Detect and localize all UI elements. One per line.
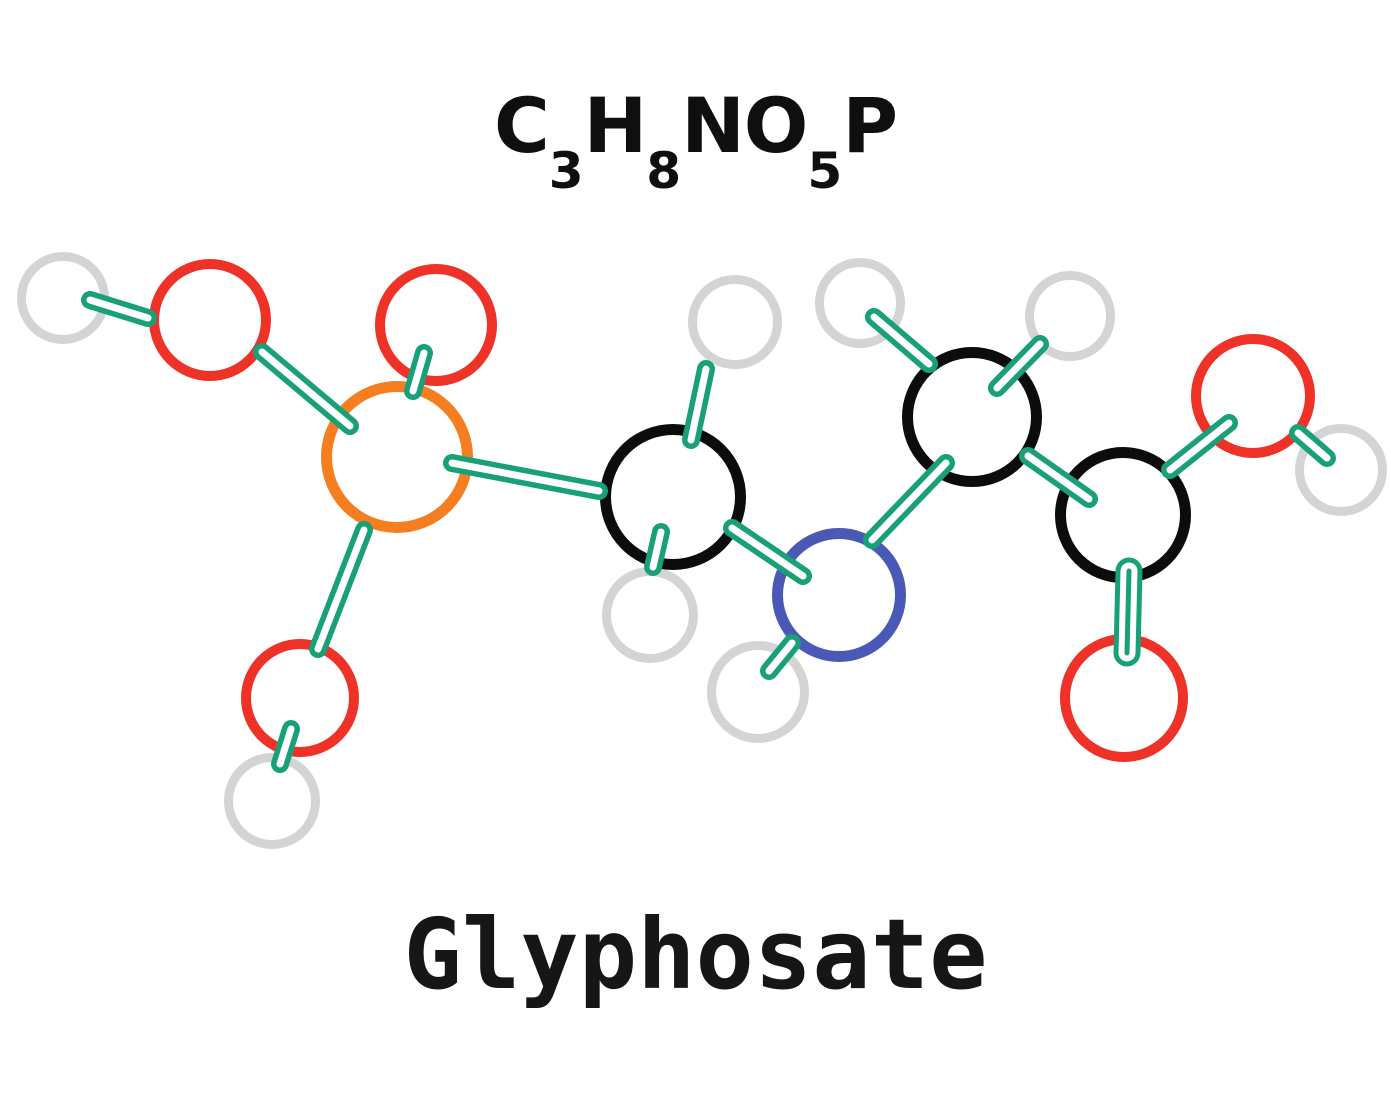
bond-o4-h8 xyxy=(1289,424,1336,467)
bond-c3-o4 xyxy=(1161,414,1238,479)
chemical-formula: C3H8NO5P xyxy=(0,88,1391,196)
formula-symbol: H xyxy=(583,81,648,170)
bond-o2-p1 xyxy=(404,344,433,400)
formula-subscript: 8 xyxy=(646,141,682,201)
atom-H-h7 xyxy=(1025,271,1115,361)
atom-C-c1 xyxy=(600,424,746,570)
bond-c3-o5 xyxy=(1113,557,1143,667)
bond-o1-p1 xyxy=(253,343,359,435)
atom-H-h5 xyxy=(707,641,809,743)
bond-p1-c1 xyxy=(443,454,608,500)
bond-n1-c2 xyxy=(863,454,955,549)
bond-c2-h7 xyxy=(988,335,1049,397)
formula-subscript: 3 xyxy=(548,141,584,201)
atom-O-o3 xyxy=(241,639,359,757)
formula-symbol: NO xyxy=(681,81,808,170)
bond-c2-c3 xyxy=(1019,447,1098,508)
atom-O-o1 xyxy=(149,259,271,381)
atom-H-h4 xyxy=(602,567,698,663)
molecule-name: Glyphosate xyxy=(403,898,988,1011)
formula-symbol: C xyxy=(493,81,550,170)
bond-c1-n1 xyxy=(723,519,812,585)
bond-p1-o3 xyxy=(309,521,373,658)
bond-n1-h5 xyxy=(760,634,801,680)
atom-H-h3 xyxy=(688,275,782,369)
formula-symbol: P xyxy=(842,81,898,170)
bond-h6-c2 xyxy=(865,308,938,373)
bond-h3-c1 xyxy=(682,360,715,449)
atom-N-n1 xyxy=(772,528,906,662)
atom-H-h2 xyxy=(224,753,320,849)
bond-o3-h2 xyxy=(271,720,300,773)
atom-O-o2 xyxy=(375,264,497,386)
bond-c1-h4 xyxy=(644,523,670,576)
bond-h1-o1 xyxy=(81,291,157,327)
formula-subscript: 5 xyxy=(807,141,843,201)
